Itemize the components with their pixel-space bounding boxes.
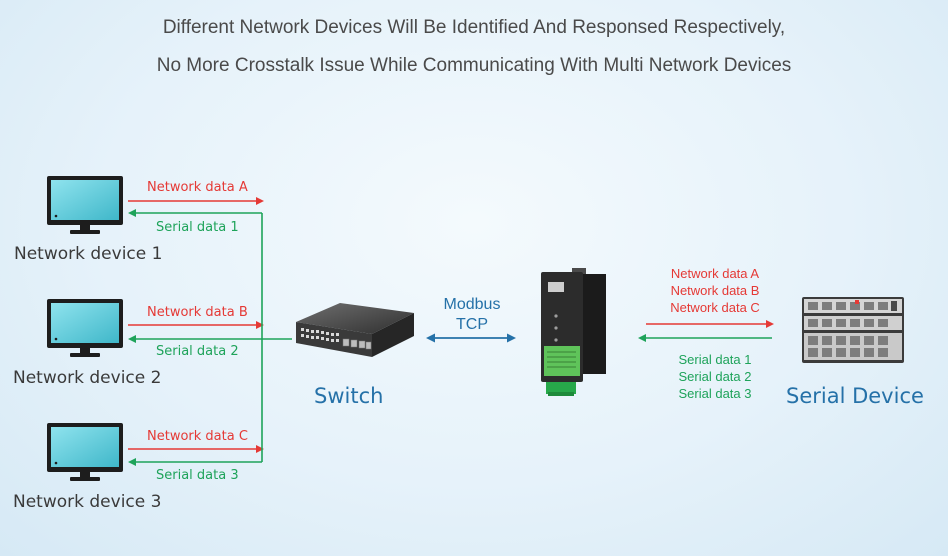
serial-device-label: Serial Device: [786, 384, 924, 408]
server-serial-data-2: Serial data 2: [678, 369, 752, 384]
serial-data-2-label: Serial data 2: [156, 344, 239, 359]
headline-line-1: Different Network Devices Will Be Identi…: [162, 17, 786, 38]
network-data-b-label: Network data B: [147, 305, 248, 320]
network-device-1-label: Network device 1: [14, 244, 163, 264]
server-serial-data-1: Serial data 1: [678, 352, 752, 367]
monitor-icon-1: [47, 176, 123, 234]
monitor-icon-2: [47, 299, 123, 357]
network-device-2-label: Network device 2: [13, 368, 162, 388]
serial-data-3-label: Serial data 3: [156, 468, 239, 483]
rack-server-icon: [802, 297, 904, 363]
monitor-icon-3: [47, 423, 123, 481]
modbus-label: Modbus: [443, 296, 501, 313]
server-network-data-a: Network data A: [670, 266, 760, 281]
server-network-data-list: Network data A Network data B Network da…: [660, 265, 770, 316]
switch-icon: [296, 303, 414, 357]
serial-data-1-label: Serial data 1: [156, 220, 239, 235]
server-serial-data-3: Serial data 3: [678, 386, 752, 401]
network-data-a-label: Network data A: [147, 180, 248, 195]
network-data-c-label: Network data C: [147, 429, 248, 444]
modbus-tcp-label: Modbus TCP: [432, 295, 512, 335]
server-serial-data-list: Serial data 1 Serial data 2 Serial data …: [660, 351, 770, 402]
server-network-data-b: Network data B: [670, 283, 760, 298]
serial-server-device-icon: [541, 268, 606, 396]
tcp-label: TCP: [456, 316, 488, 333]
switch-label: Switch: [314, 384, 384, 408]
headline-line-2: No More Crosstalk Issue While Communicat…: [156, 55, 792, 76]
serial-data-bus: [261, 213, 292, 462]
server-network-data-c: Network data C: [670, 300, 760, 315]
network-device-3-label: Network device 3: [13, 492, 162, 512]
